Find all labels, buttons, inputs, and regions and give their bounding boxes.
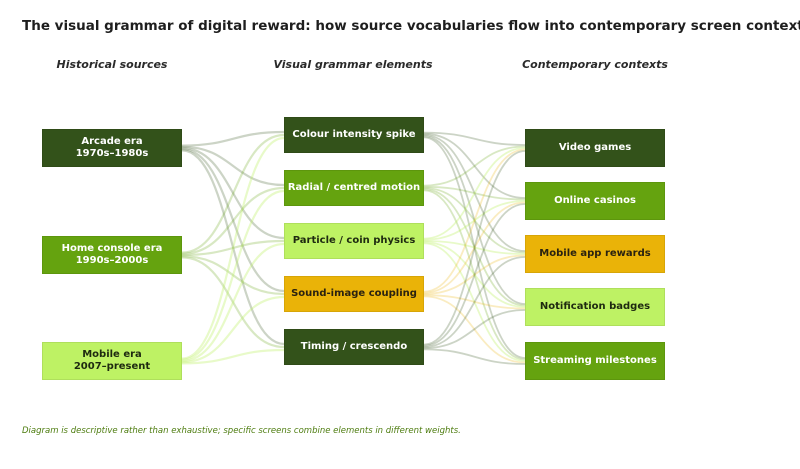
flow-link bbox=[423, 241, 526, 308]
flow-link bbox=[423, 185, 526, 201]
column-header-sources: Historical sources bbox=[56, 58, 168, 71]
flow-link bbox=[181, 133, 285, 254]
flow-link bbox=[423, 201, 526, 294]
flow-link bbox=[423, 294, 526, 310]
flow-link bbox=[181, 348, 285, 365]
context-node-label: Online casinos bbox=[554, 195, 636, 206]
source-node-label: Home console era 1990s–2000s bbox=[61, 243, 163, 266]
flow-link bbox=[181, 145, 285, 187]
element-node-colour-intensity: Colour intensity spike bbox=[284, 117, 424, 153]
footnote: Diagram is descriptive rather than exhau… bbox=[22, 426, 461, 436]
source-node-mobile: Mobile era 2007–present bbox=[42, 342, 182, 380]
flow-link bbox=[423, 145, 526, 187]
flow-link bbox=[423, 131, 526, 146]
flow-link bbox=[181, 130, 285, 147]
flow-link bbox=[423, 136, 526, 359]
flow-link bbox=[423, 187, 526, 254]
flow-link bbox=[423, 147, 526, 240]
element-node-label: Particle / coin physics bbox=[292, 235, 416, 246]
context-node-label: Streaming milestones bbox=[533, 355, 657, 366]
flow-link bbox=[423, 150, 526, 346]
context-node-online-casinos: Online casinos bbox=[525, 182, 665, 220]
flow-link bbox=[181, 255, 285, 296]
context-node-video-games: Video games bbox=[525, 129, 665, 167]
flow-link bbox=[181, 149, 285, 346]
context-node-label: Video games bbox=[558, 142, 632, 153]
flow-link bbox=[423, 135, 526, 305]
element-node-radial-motion: Radial / centred motion bbox=[284, 170, 424, 206]
flow-link bbox=[181, 189, 285, 361]
element-node-label: Colour intensity spike bbox=[292, 129, 416, 140]
flow-link bbox=[423, 242, 526, 362]
column-header-elements: Visual grammar elements bbox=[273, 58, 433, 71]
element-node-sound-image: Sound-image coupling bbox=[284, 276, 424, 312]
flow-link bbox=[181, 146, 285, 240]
context-node-streaming-milestones: Streaming milestones bbox=[525, 342, 665, 380]
flow-link bbox=[423, 148, 526, 293]
flow-link bbox=[181, 256, 285, 349]
source-node-label: Mobile era 2007–present bbox=[73, 349, 151, 372]
flow-link bbox=[423, 134, 526, 252]
source-node-home-console: Home console era 1990s–2000s bbox=[42, 236, 182, 274]
flow-link bbox=[181, 295, 285, 364]
context-node-label: Mobile app rewards bbox=[539, 248, 651, 259]
flow-link bbox=[181, 239, 285, 257]
flow-link bbox=[181, 136, 285, 360]
context-node-mobile-app-rewards: Mobile app rewards bbox=[525, 235, 665, 273]
element-node-label: Radial / centred motion bbox=[287, 182, 421, 193]
flow-link bbox=[423, 189, 526, 361]
flow-link bbox=[423, 188, 526, 307]
flow-link bbox=[423, 295, 526, 364]
element-node-particle-physics: Particle / coin physics bbox=[284, 223, 424, 259]
column-header-contexts: Contemporary contexts bbox=[522, 58, 668, 71]
flow-link bbox=[181, 242, 285, 363]
context-node-notification-badges: Notification badges bbox=[525, 288, 665, 326]
flow-link bbox=[423, 348, 526, 365]
flow-link bbox=[423, 240, 526, 255]
flow-link bbox=[423, 200, 526, 241]
context-node-label: Notification badges bbox=[539, 301, 651, 312]
element-node-label: Sound-image coupling bbox=[291, 288, 417, 299]
element-node-timing: Timing / crescendo bbox=[284, 329, 424, 365]
flow-link bbox=[423, 132, 526, 199]
flow-link bbox=[423, 256, 526, 348]
flow-link bbox=[181, 148, 285, 293]
flow-link bbox=[423, 203, 526, 347]
flow-link bbox=[181, 186, 285, 255]
flow-link bbox=[423, 309, 526, 350]
element-node-label: Timing / crescendo bbox=[300, 341, 408, 352]
flow-link bbox=[423, 254, 526, 295]
source-node-arcade: Arcade era 1970s–1980s bbox=[42, 129, 182, 167]
diagram-title: The visual grammar of digital reward: ho… bbox=[22, 18, 800, 34]
source-node-label: Arcade era 1970s–1980s bbox=[75, 136, 149, 159]
